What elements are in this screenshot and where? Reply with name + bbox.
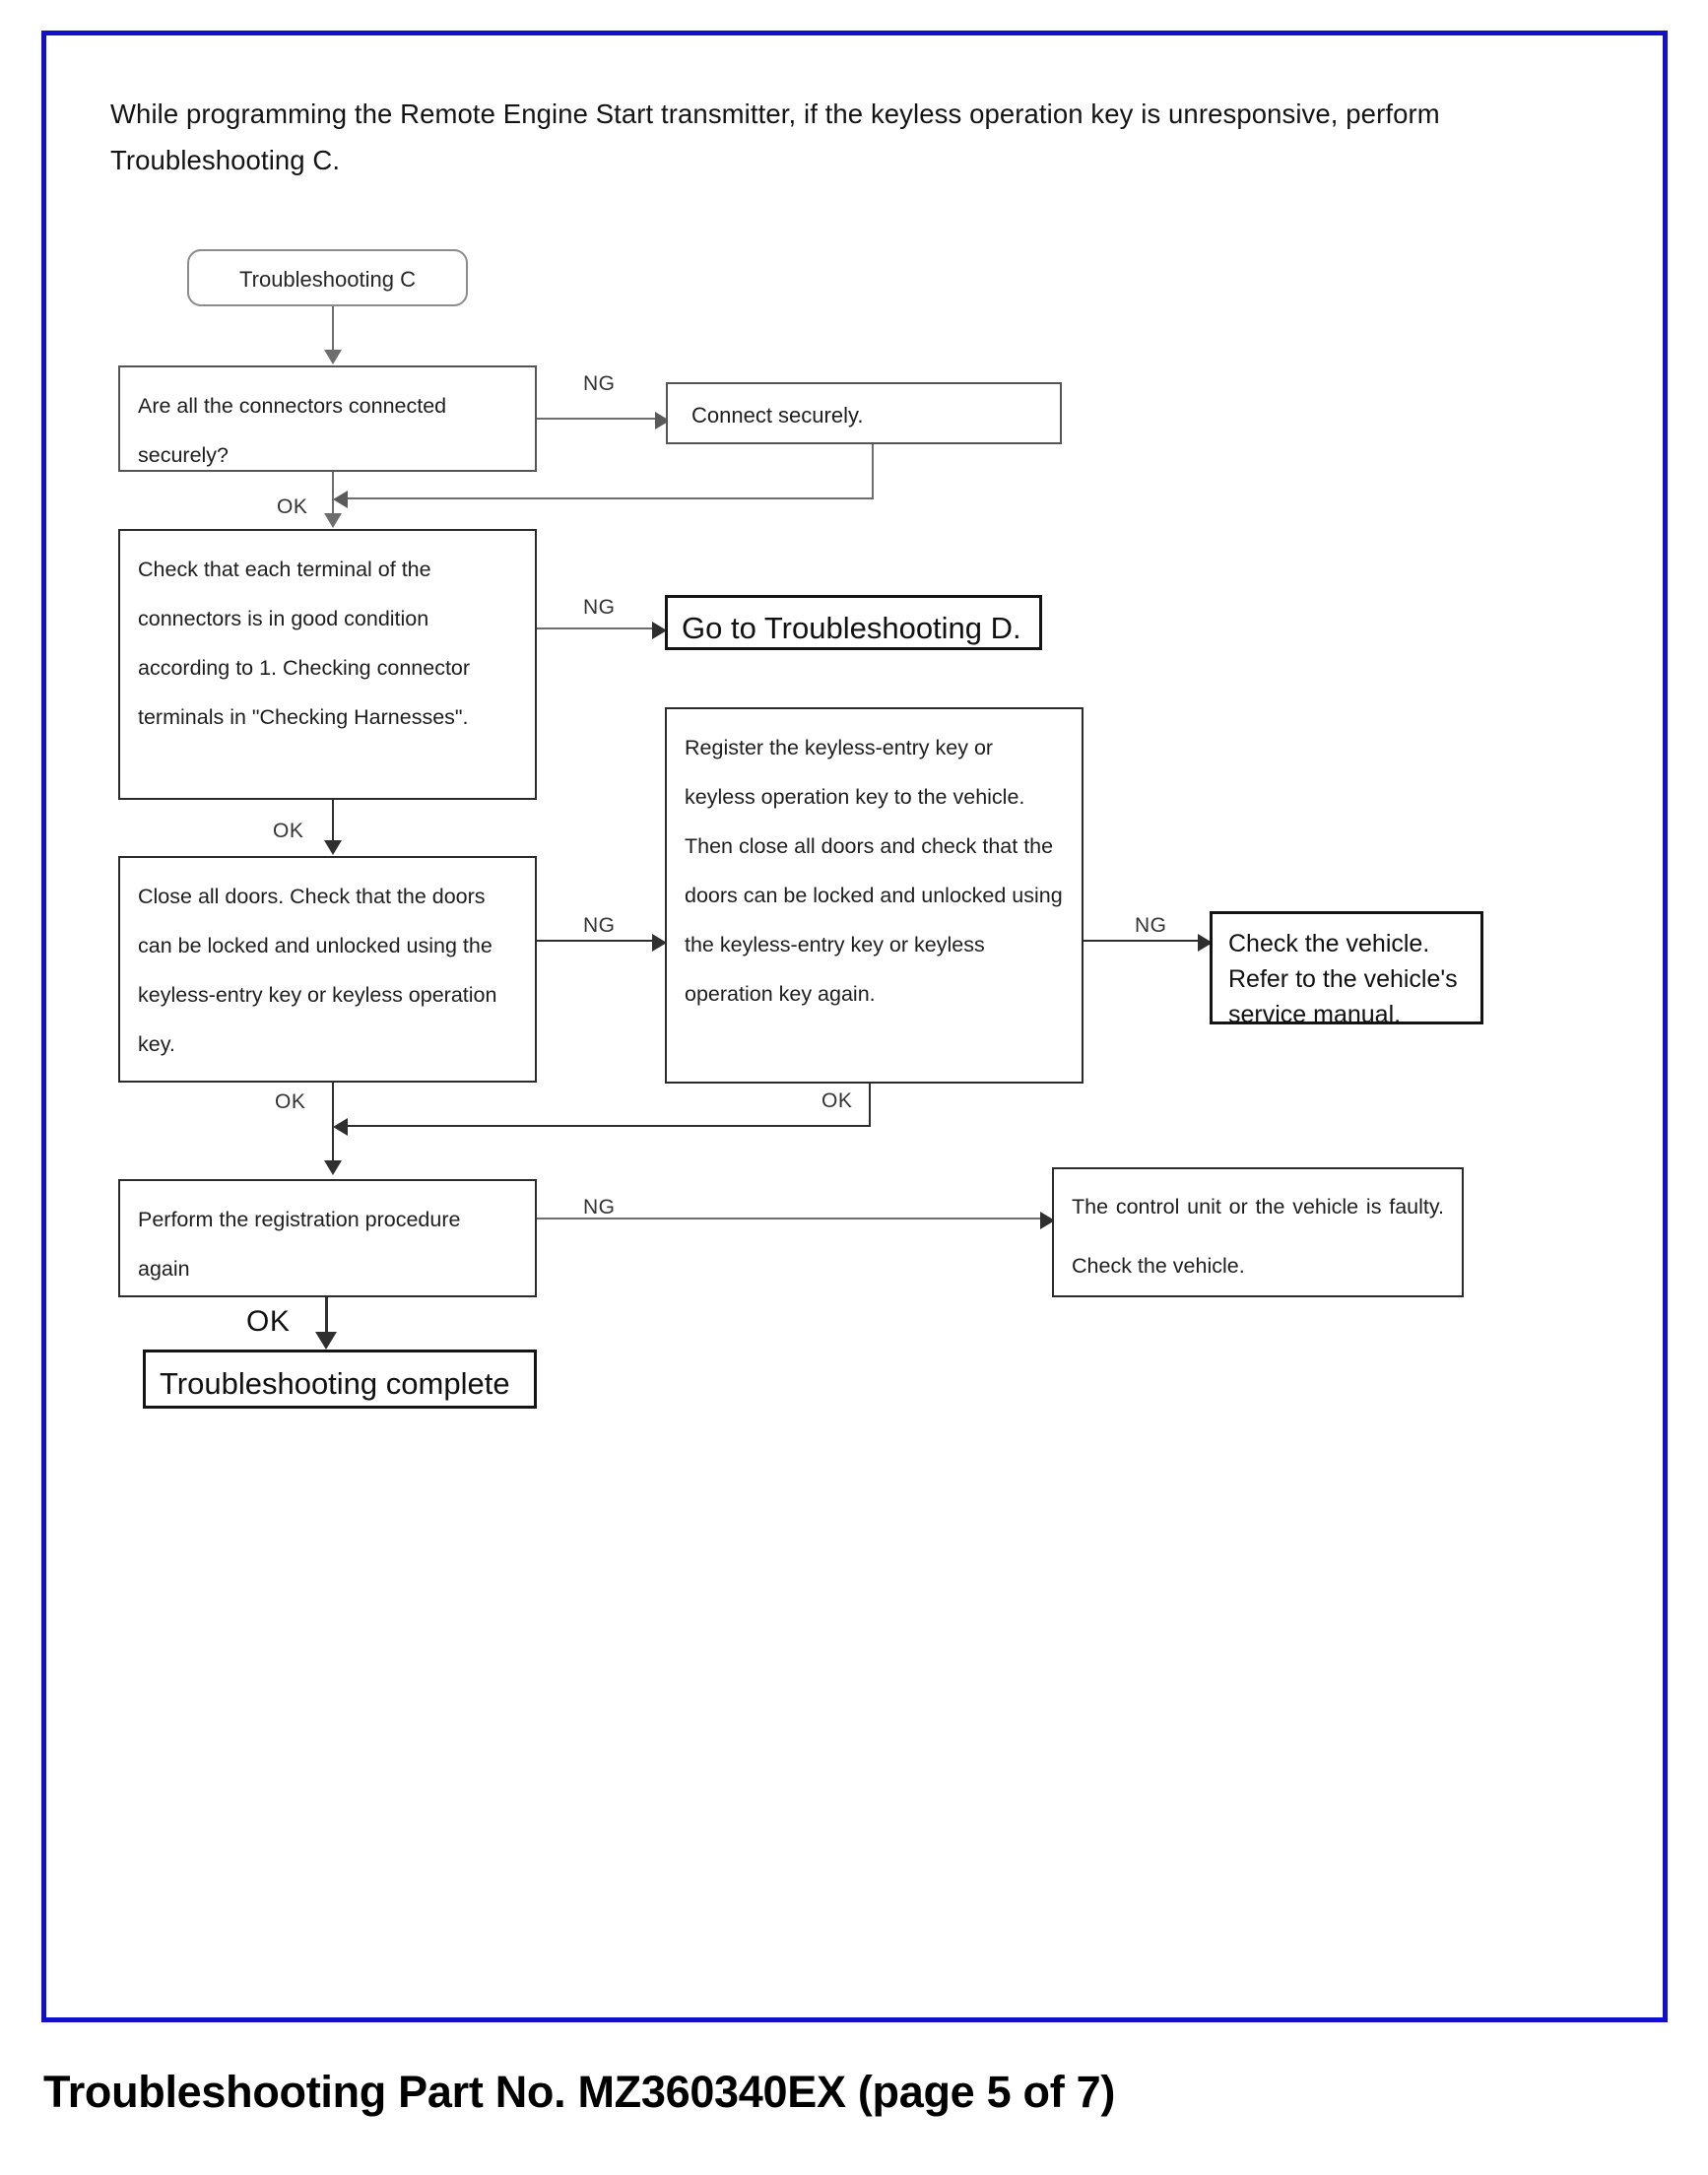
connector-close-doors-ok	[332, 1083, 334, 1171]
node-check-vehicle-label: Check the vehicle. Refer to the vehicle'…	[1228, 930, 1458, 1028]
arrowhead-start-to-check-connectors	[324, 350, 342, 364]
connector-close-doors-ng	[537, 940, 661, 942]
connector-start-to-check-connectors	[332, 306, 334, 355]
node-goto-troubleshooting-d-label: Go to Troubleshooting D.	[682, 611, 1021, 645]
node-register-key-label: Register the keyless-entry key or keyles…	[685, 736, 1063, 1006]
connector-connect-securely-return-horizontal	[345, 497, 874, 499]
node-check-connectors: Are all the connectors connected securel…	[118, 365, 537, 472]
branch-label-ng-register-key: NG	[1135, 914, 1167, 937]
node-close-doors: Close all doors. Check that the doors ca…	[118, 856, 537, 1083]
connector-register-key-ok-vertical	[869, 1084, 871, 1127]
branch-label-ok-check-terminals: OK	[273, 820, 304, 842]
arrowhead-register-key-ng	[1198, 934, 1213, 952]
branch-label-ok-close-doors: OK	[275, 1090, 306, 1113]
arrowhead-check-terminals-ok	[324, 840, 342, 855]
node-troubleshooting-complete: Troubleshooting complete	[143, 1350, 537, 1409]
arrowhead-check-connectors-ok	[324, 513, 342, 528]
node-perform-registration: Perform the registration procedure again	[118, 1179, 537, 1297]
node-close-doors-label: Close all doors. Check that the doors ca…	[138, 885, 497, 1056]
arrowhead-perform-registration-ng	[1040, 1212, 1055, 1229]
arrowhead-check-terminals-ng	[652, 622, 667, 639]
intro-paragraph: While programming the Remote Engine Star…	[110, 99, 1440, 175]
arrowhead-close-doors-ok	[324, 1160, 342, 1175]
branch-label-ng-check-connectors: NG	[583, 372, 616, 395]
branch-label-ng-perform-registration: NG	[583, 1196, 616, 1219]
node-goto-troubleshooting-d: Go to Troubleshooting D.	[665, 595, 1042, 650]
arrowhead-perform-registration-ok	[315, 1332, 337, 1350]
connector-register-key-ok-horizontal	[345, 1125, 871, 1127]
arrowhead-register-key-ok-return	[333, 1118, 348, 1136]
node-start-label: Troubleshooting C	[239, 267, 416, 292]
node-troubleshooting-complete-label: Troubleshooting complete	[160, 1366, 510, 1401]
connector-check-connectors-ng	[537, 418, 665, 420]
node-start-troubleshooting-c: Troubleshooting C	[187, 249, 468, 306]
connector-register-key-ng	[1084, 940, 1207, 942]
arrowhead-connect-securely-return	[333, 491, 348, 508]
node-check-vehicle: Check the vehicle. Refer to the vehicle'…	[1210, 911, 1483, 1028]
branch-label-ng-close-doors: NG	[583, 914, 616, 937]
connector-check-connectors-ok	[332, 472, 334, 526]
branch-label-ok-check-connectors: OK	[277, 495, 308, 518]
node-register-key: Register the keyless-entry key or keyles…	[665, 707, 1084, 1084]
node-connect-securely: Connect securely.	[666, 382, 1062, 444]
connector-perform-registration-ng	[537, 1218, 1049, 1219]
node-control-unit-faulty-label: The control unit or the vehicle is fault…	[1072, 1195, 1444, 1278]
node-control-unit-faulty: The control unit or the vehicle is fault…	[1052, 1167, 1464, 1297]
arrowhead-close-doors-ng	[652, 934, 667, 952]
node-check-terminals: Check that each terminal of the connecto…	[118, 529, 537, 800]
node-check-connectors-label: Are all the connectors connected securel…	[138, 394, 447, 467]
footer-caption: Troubleshooting Part No. MZ360340EX (pag…	[43, 2067, 1115, 2117]
connector-connect-securely-return-vertical	[872, 444, 874, 498]
node-connect-securely-label: Connect securely.	[691, 403, 864, 428]
branch-label-ok-register-key: OK	[821, 1089, 853, 1112]
branch-label-ok-perform-registration: OK	[246, 1305, 291, 1338]
node-check-terminals-label: Check that each terminal of the connecto…	[138, 558, 471, 729]
node-perform-registration-label: Perform the registration procedure again	[138, 1208, 461, 1281]
connector-check-terminals-ok	[332, 800, 334, 853]
connector-perform-registration-ok	[325, 1297, 328, 1347]
branch-label-ng-check-terminals: NG	[583, 596, 616, 619]
connector-check-terminals-ng	[537, 627, 660, 629]
